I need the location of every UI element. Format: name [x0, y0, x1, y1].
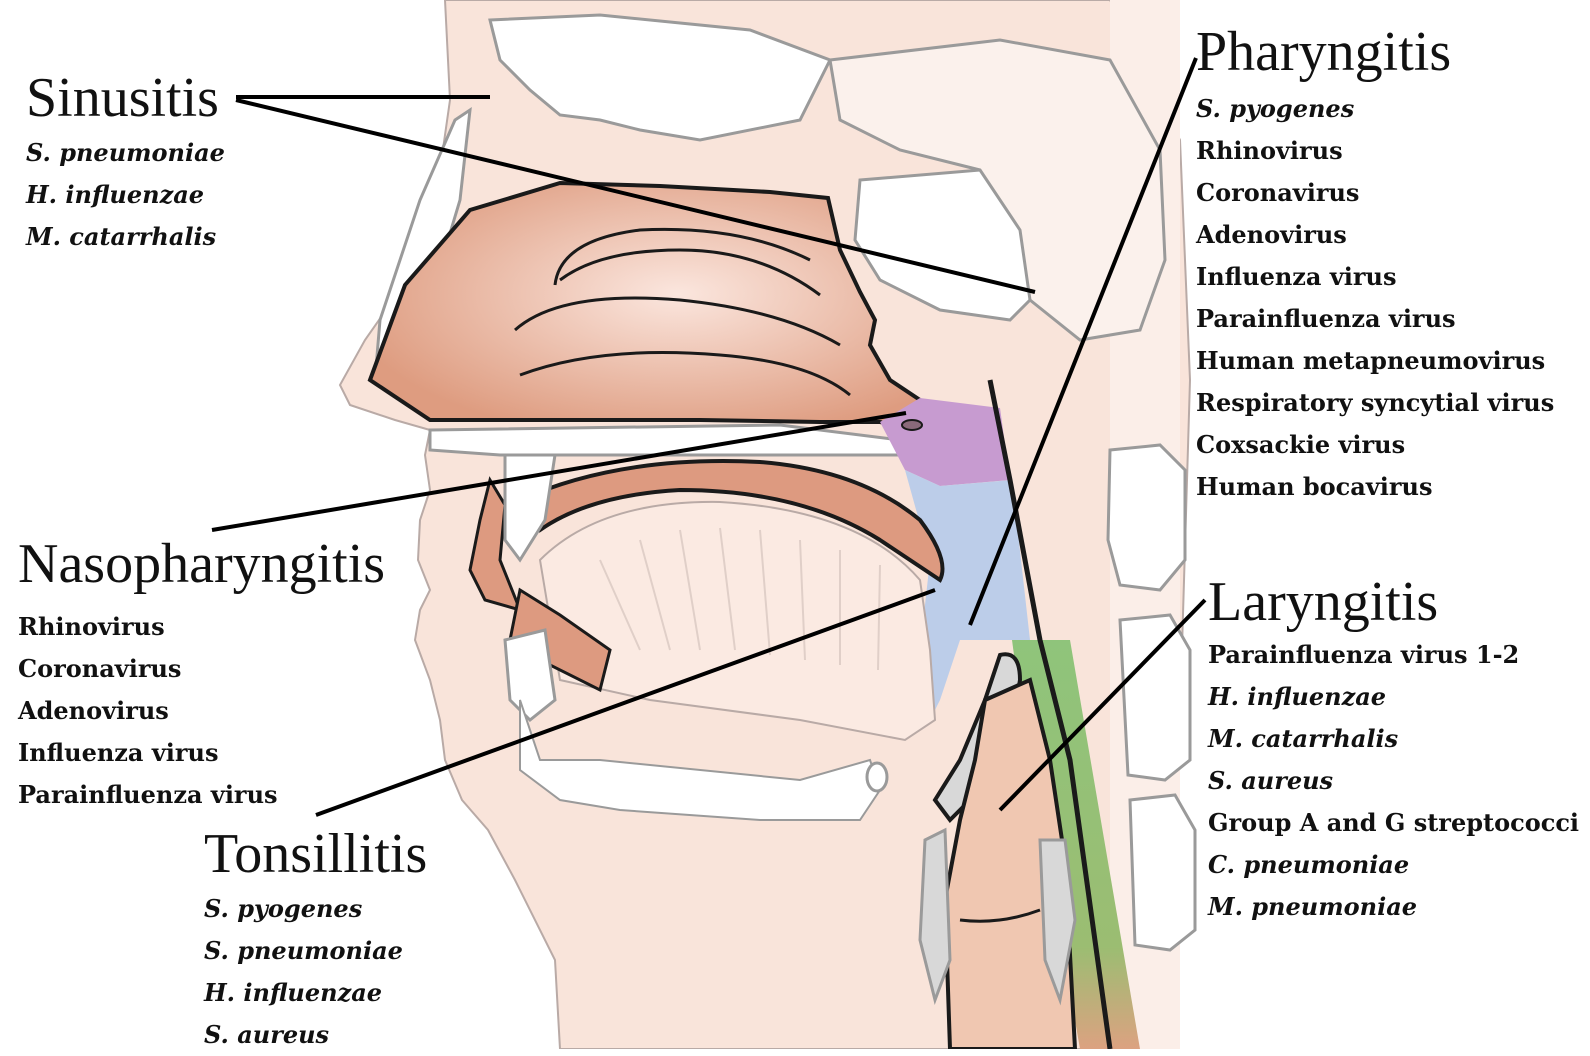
- tonsillitis-organism: H. influenzae: [204, 972, 427, 1014]
- pharyngitis-organism: Adenovirus: [1196, 214, 1554, 256]
- tonsillitis-heading: Tonsillitis: [204, 826, 427, 882]
- pharyngitis-organism: Rhinovirus: [1196, 130, 1554, 172]
- laryngitis-organism: C. pneumoniae: [1208, 844, 1579, 886]
- nasopharyngitis-organism: Rhinovirus: [18, 606, 385, 648]
- pharyngitis-heading: Pharyngitis: [1196, 24, 1554, 80]
- laryngitis-organism: S. aureus: [1208, 760, 1579, 802]
- hyoid-bone: [867, 763, 887, 791]
- pharyngitis-organism: Coxsackie virus: [1196, 424, 1554, 466]
- nasopharyngitis-heading: Nasopharyngitis: [18, 536, 385, 592]
- nasopharyngitis-organism: Coronavirus: [18, 648, 385, 690]
- pharyngitis-organism: Human bocavirus: [1196, 466, 1554, 508]
- laryngitis-heading: Laryngitis: [1208, 574, 1579, 630]
- pharyngitis-organism: S. pyogenes: [1196, 88, 1554, 130]
- pharyngitis-organism: Influenza virus: [1196, 256, 1554, 298]
- laryngitis-organism: Parainfluenza virus 1-2: [1208, 634, 1579, 676]
- sinusitis-organism: S. pneumoniae: [26, 132, 225, 174]
- laryngitis-organism: H. influenzae: [1208, 676, 1579, 718]
- eustachian-opening: [902, 420, 922, 430]
- tonsillitis-organism: S. pyogenes: [204, 888, 427, 930]
- nasopharyngitis-organism: Adenovirus: [18, 690, 385, 732]
- sinusitis-heading: Sinusitis: [26, 70, 225, 126]
- nasopharyngitis-organism: Parainfluenza virus: [18, 774, 385, 816]
- laryngitis-organism: M. catarrhalis: [1208, 718, 1579, 760]
- laryngitis-organism: Group A and G streptococci: [1208, 802, 1579, 844]
- tonsillitis-organism: S. aureus: [204, 1014, 427, 1056]
- pharyngitis-organism: Parainfluenza virus: [1196, 298, 1554, 340]
- nasopharyngitis-organism: Influenza virus: [18, 732, 385, 774]
- laryngitis-organism: M. pneumoniae: [1208, 886, 1579, 928]
- tonsillitis-organism: S. pneumoniae: [204, 930, 427, 972]
- pharyngitis-organism: Respiratory syncytial virus: [1196, 382, 1554, 424]
- sinusitis-organism: H. influenzae: [26, 174, 225, 216]
- sinusitis-organism: M. catarrhalis: [26, 216, 225, 258]
- pharyngitis-organism: Human metapneumovirus: [1196, 340, 1554, 382]
- pharyngitis-organism: Coronavirus: [1196, 172, 1554, 214]
